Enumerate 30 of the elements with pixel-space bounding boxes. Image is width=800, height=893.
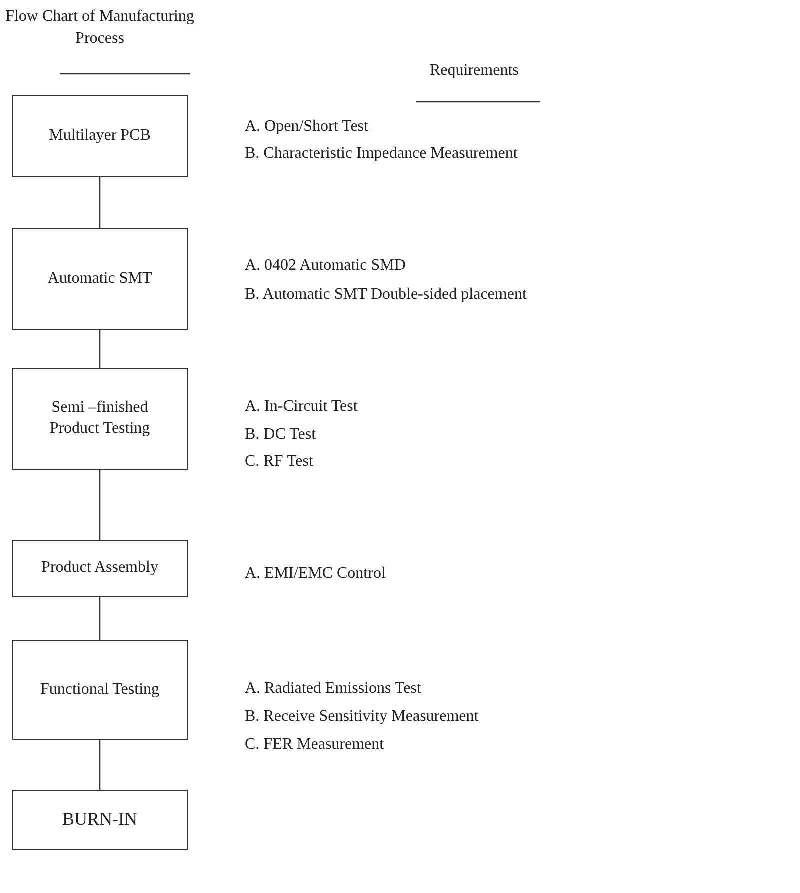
- process-box: [12, 95, 188, 177]
- process-label: Functional Testing: [40, 680, 160, 700]
- process-box: [12, 540, 188, 597]
- process-label: Semi –finished Product Testing: [48, 398, 152, 439]
- process-box: [12, 640, 188, 740]
- process-box: [12, 228, 188, 330]
- connector-line: [99, 330, 101, 368]
- connector-line: [99, 470, 101, 540]
- process-box: [12, 368, 188, 470]
- requirement-item: C. RF Test: [245, 453, 314, 471]
- connector-line: [99, 177, 101, 228]
- process-box: [12, 790, 188, 850]
- requirement-item: A. In-Circuit Test: [245, 398, 358, 416]
- requirement-item: B. Receive Sensitivity Measurement: [245, 708, 479, 726]
- requirement-item: C. FER Measurement: [245, 736, 384, 754]
- column-heading: Flow Chart of Manufacturing Process: [4, 7, 196, 50]
- requirement-item: A. Radiated Emissions Test: [245, 680, 422, 698]
- requirement-item: A. 0402 Automatic SMD: [245, 257, 406, 275]
- process-label: Automatic SMT: [48, 268, 152, 289]
- process-label: Multilayer PCB: [49, 126, 151, 146]
- process-label: BURN-IN: [62, 808, 138, 832]
- column-heading: Requirements: [430, 62, 519, 80]
- requirement-item: B. DC Test: [245, 426, 316, 444]
- requirement-item: A. Open/Short Test: [245, 118, 368, 136]
- requirement-item: B. Automatic SMT Double-sided placement: [245, 286, 527, 304]
- requirement-item: B. Characteristic Impedance Measurement: [245, 145, 518, 163]
- connector-line: [99, 597, 101, 640]
- process-label: Product Assembly: [42, 558, 158, 578]
- requirement-item: A. EMI/EMC Control: [245, 565, 386, 583]
- connector-line: [99, 740, 101, 790]
